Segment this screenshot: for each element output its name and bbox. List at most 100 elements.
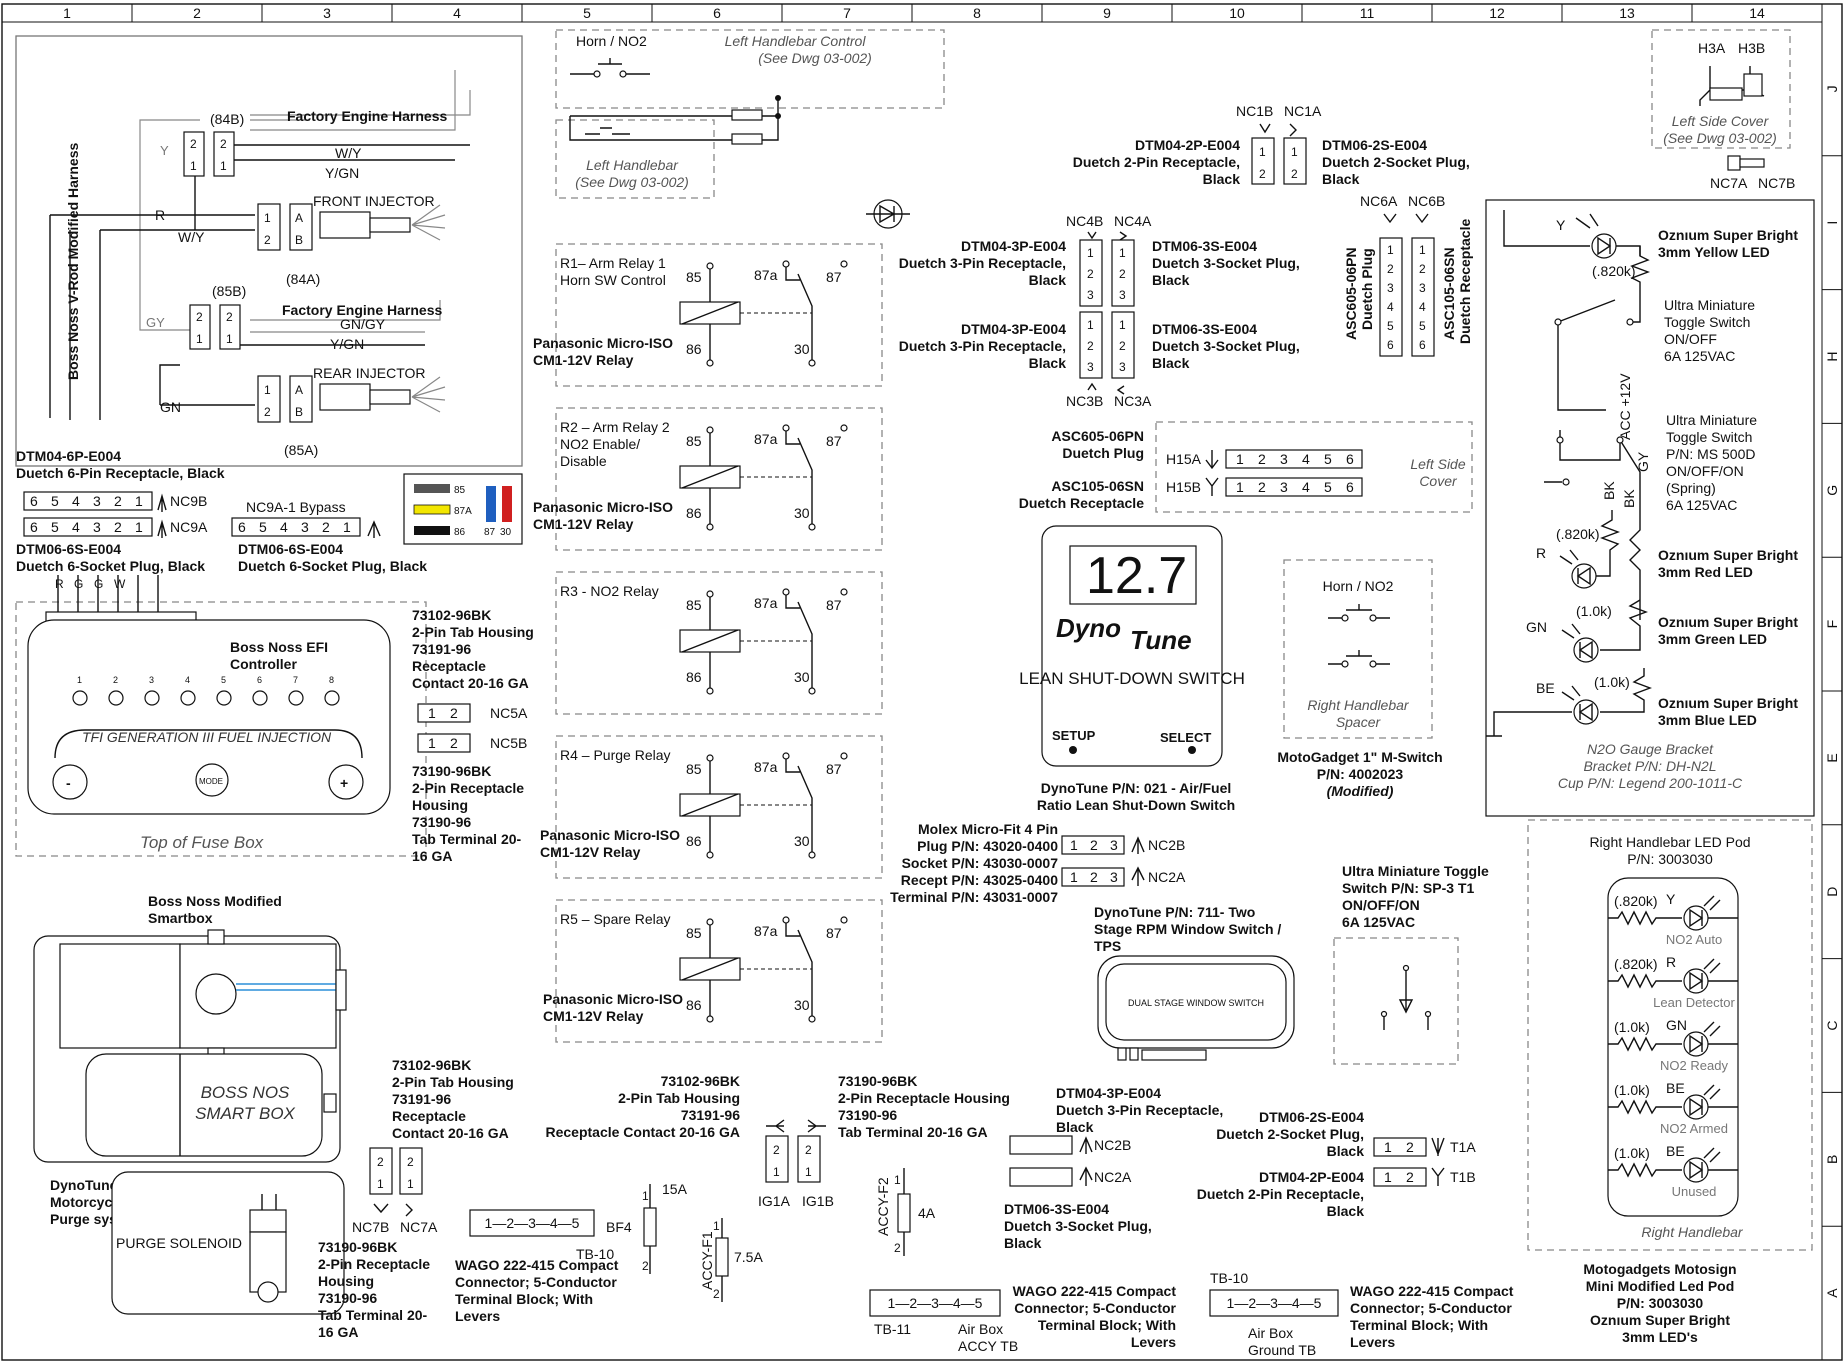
efi-mode-button[interactable] xyxy=(195,763,229,797)
grid-col-label: 11 xyxy=(1360,5,1375,21)
blue-led-caption-1: Oznıum Super Bright xyxy=(1658,695,1798,711)
nc3-rec-part: DTM04-3P-E004 xyxy=(961,321,1066,337)
efi-minus-button[interactable] xyxy=(52,764,88,800)
red-led-icon xyxy=(1571,563,1597,589)
relay-terminal-icon xyxy=(782,424,790,432)
toggle2-caption-1: Ultra Miniature xyxy=(1666,412,1757,428)
nc1-connectors: NC1B NC1A 1 2 1 2 DTM04-2P-E004 Duetch 2… xyxy=(1073,103,1470,187)
tb11-desc-4: Levers xyxy=(1131,1334,1176,1350)
relay-pin-87a: 87a xyxy=(754,267,778,283)
pod-resistor: (.820k) xyxy=(1614,893,1658,909)
nc3-plug-part: DTM06-3S-E004 xyxy=(1152,321,1257,337)
ig1a-connector xyxy=(765,1135,789,1183)
nc7-housing-3: 73191-96 xyxy=(392,1091,451,1107)
spacer-1: Right Handlebar xyxy=(1307,697,1410,713)
efi-plus-button[interactable] xyxy=(328,764,364,800)
blue-led-icon xyxy=(1573,699,1599,725)
efi-controller-body xyxy=(27,619,391,815)
pin-label: 1 xyxy=(343,519,351,535)
pod-caption-4: Oznıum Super Bright xyxy=(1590,1312,1730,1328)
fuse-box-label: Top of Fuse Box xyxy=(140,833,264,852)
pin-label: 2 xyxy=(114,493,122,509)
toggle2-caption-3: P/N: MS 500D xyxy=(1666,446,1755,462)
pin-label: 4 xyxy=(1302,451,1310,467)
acc-12v-label: ACC +12V xyxy=(1617,373,1633,440)
pin-label: 2 xyxy=(377,1155,384,1169)
pin-label: 3 xyxy=(93,493,101,509)
yellow-led-caption-2: 3mm Yellow LED xyxy=(1658,244,1770,260)
grid-row-label: C xyxy=(1824,1020,1840,1030)
efi-title-2: Controller xyxy=(230,656,297,672)
nc6b-connector xyxy=(1411,237,1435,357)
grid-col-label: 4 xyxy=(453,5,461,21)
select-button[interactable] xyxy=(1188,746,1196,754)
relay-title-line: Disable xyxy=(560,453,607,469)
h3-cover-2: (See Dwg 03-002) xyxy=(1663,130,1777,146)
nc2-plug-3: Black xyxy=(1004,1235,1042,1251)
nc1-rec-part: DTM04-2P-E004 xyxy=(1135,137,1240,153)
pod-wire: BE xyxy=(1666,1080,1685,1096)
pod-title-2: P/N: 3003030 xyxy=(1627,851,1713,867)
nc4-rec-desc: Duetch 3-Pin Receptacle, xyxy=(899,255,1066,271)
relay-part-line: CM1-12V Relay xyxy=(533,516,634,532)
relay-terminal-icon xyxy=(706,590,714,598)
pin-label: 5 xyxy=(51,493,59,509)
h15-cover-1: Left Side xyxy=(1410,456,1465,472)
toggle-contact-icon xyxy=(1626,318,1634,326)
six-pin-receptacle-nc9b xyxy=(23,491,153,511)
tb10b-label: TB-10 xyxy=(1210,1270,1248,1286)
nc1-rec-desc: Duetch 2-Pin Receptacle, xyxy=(1073,154,1240,170)
tb11-desc-3: Terminal Block; With xyxy=(1038,1317,1176,1333)
relay-terminal-icon xyxy=(782,260,790,268)
relay-pin-87a: 87a xyxy=(754,431,778,447)
nc5-housing-1: 73102-96BK xyxy=(412,607,491,623)
nc5b-receptacle-4: 73190-96 xyxy=(412,814,471,830)
pin-label: 1 xyxy=(1119,246,1126,260)
nc2b-upper-label: NC2B xyxy=(1148,837,1185,853)
grid-row-label: I xyxy=(1824,221,1840,225)
tb10b-air-1: Air Box xyxy=(1248,1325,1293,1341)
smartbox-sensor-icon xyxy=(195,973,237,1015)
pin-label: 4 xyxy=(72,519,80,535)
nc6b-label: NC6B xyxy=(1408,193,1445,209)
grid-col-label: 12 xyxy=(1489,5,1505,21)
legend-label-87a: 87A xyxy=(454,506,472,517)
nc7-housing-1: 73102-96BK xyxy=(392,1057,471,1073)
efi-wire-g2: G xyxy=(94,577,103,591)
lh-control-ref: (See Dwg 03-002) xyxy=(758,50,872,66)
accy-f2-label: ACCY-F2 xyxy=(875,1177,891,1236)
legend-swatch-87a xyxy=(413,504,451,515)
pod-led-icon xyxy=(1683,905,1709,931)
pin-label: 5 xyxy=(259,519,267,535)
smartbox: Boss Noss Modified Smartbox BOSS NOS SMA… xyxy=(33,893,347,1163)
molex-line-2: Plug P/N: 43020-0400 xyxy=(917,838,1058,854)
nc7-housing-5: Contact 20-16 GA xyxy=(392,1125,509,1141)
h3-connectors: H3A H3B Left Side Cover (See Dwg 03-002)… xyxy=(1651,29,1795,191)
dynotune-lean-switch: 12.7 Dyno Tune LEAN SHUT-DOWN SWITCH SET… xyxy=(1019,525,1245,813)
relay-terminal-icon xyxy=(840,588,848,596)
h3-cover-1: Left Side Cover xyxy=(1672,113,1770,129)
efi-subtitle: TFI GENERATION III FUEL INJECTION xyxy=(82,729,332,745)
pin-label: 5 xyxy=(1387,319,1394,333)
t1-rec-1: DTM04-2P-E004 xyxy=(1259,1169,1364,1185)
setup-button[interactable] xyxy=(1069,746,1077,754)
grid-row-label: F xyxy=(1824,620,1840,629)
t1a-label: T1A xyxy=(1450,1139,1476,1155)
rear-injector-label: REAR INJECTOR xyxy=(313,365,426,381)
nc7-pin-icon xyxy=(1727,155,1741,171)
efi-wire-r: R xyxy=(55,577,64,591)
nc5b-receptacle-3: Housing xyxy=(412,797,468,813)
t1b-connector xyxy=(1373,1167,1427,1187)
toggle2-caption-4: ON/OFF/ON xyxy=(1666,463,1744,479)
wire-y-label: Y xyxy=(160,143,169,158)
pod-caption-1: Motogadgets Motosign xyxy=(1583,1261,1736,1277)
tb10b-desc-4: Levers xyxy=(1350,1334,1395,1350)
gy-wire-label: GY xyxy=(1635,451,1651,472)
h15-cover-2: Cover xyxy=(1419,473,1458,489)
smartbox-text-1: BOSS NOS xyxy=(201,1083,290,1102)
